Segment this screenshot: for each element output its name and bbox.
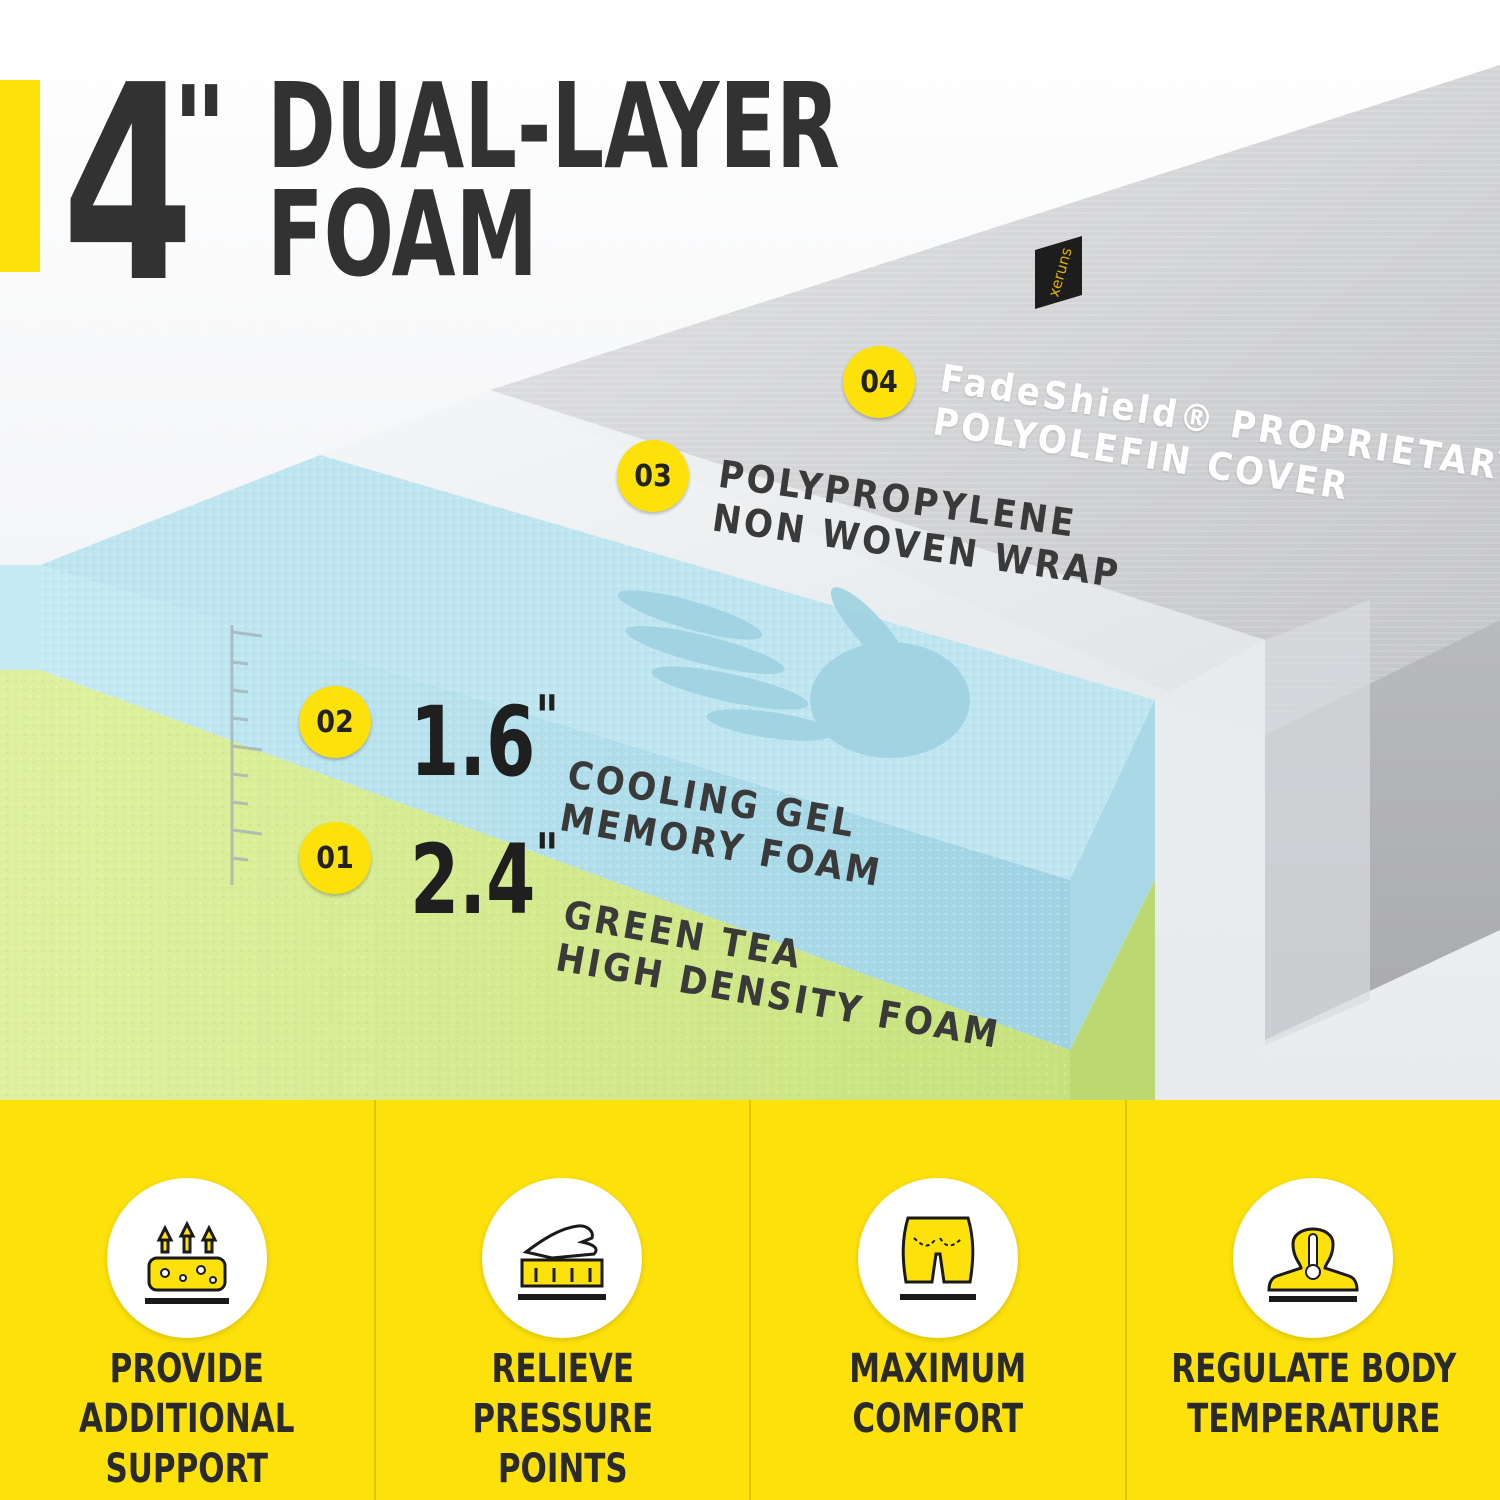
layer-01-inch-mark: ": [535, 821, 559, 891]
feature-temperature: REGULATE BODY TEMPERATURE: [1127, 1100, 1500, 1500]
feature-temperature-line1: REGULATE BODY: [1170, 1346, 1456, 1392]
feature-support-line1: PROVIDE ADDITIONAL: [79, 1346, 295, 1442]
feature-temperature-label: REGULATE BODY TEMPERATURE: [1153, 1344, 1474, 1444]
tea-foam-side: [1070, 880, 1155, 1120]
headline-line1: DUAL-LAYER: [267, 57, 840, 195]
layer-badge-02: 02: [299, 686, 371, 758]
gel-foam-left: [0, 565, 40, 670]
mattress-illustration: xeruns: [0, 65, 1500, 1120]
feature-comfort-line1: MAXIMUM: [849, 1346, 1027, 1392]
gel-foam-front-texture: [40, 565, 1070, 1050]
feature-support: PROVIDE ADDITIONAL SUPPORT: [0, 1100, 376, 1500]
support-icon: [106, 1178, 267, 1338]
brand-tag: xeruns: [1035, 236, 1082, 309]
wrap-side: [1155, 640, 1265, 1100]
layer-02-measure: 1.6": [410, 688, 559, 790]
gel-foam-top-texture: [40, 455, 1155, 880]
tea-foam-front-texture: [0, 670, 1070, 1120]
feature-comfort-label: MAXIMUM COMFORT: [777, 1344, 1098, 1444]
wrap-edge: [1265, 600, 1370, 1045]
gel-foam-side: [1070, 700, 1155, 1050]
feature-comfort-line2: COMFORT: [852, 1396, 1024, 1442]
accent-tab: [0, 80, 40, 272]
feature-pressure-line1: RELIEVE PRESSURE: [471, 1346, 653, 1442]
layer-badge-03: 03: [617, 440, 689, 512]
layer-badge-04: 04: [843, 346, 915, 418]
headline-number: 4: [62, 27, 194, 342]
feature-pressure: RELIEVE PRESSURE POINTS: [376, 1100, 751, 1500]
feature-temperature-line2: TEMPERATURE: [1186, 1396, 1440, 1442]
comfort-icon: [857, 1178, 1018, 1338]
layer-01-measure: 2.4": [410, 826, 559, 928]
feature-strip: PROVIDE ADDITIONAL SUPPORT RELIEVE PRESS…: [0, 1100, 1500, 1500]
headline-line2: FOAM: [267, 165, 539, 303]
headline: 4 " DUAL-LAYER FOAM: [62, 50, 840, 320]
feature-support-line2: SUPPORT: [105, 1446, 268, 1492]
feature-support-label: PROVIDE ADDITIONAL SUPPORT: [26, 1344, 347, 1494]
height-ruler: [230, 625, 263, 885]
wrap-top: [320, 390, 1265, 735]
layer-02-thickness: 1.6: [410, 686, 536, 798]
hand-print: [617, 587, 970, 758]
feature-comfort: MAXIMUM COMFORT: [751, 1100, 1127, 1500]
headline-text: DUAL-LAYER FOAM: [267, 57, 840, 303]
pressure-relief-icon: [482, 1178, 643, 1338]
feature-pressure-label: RELIEVE PRESSURE POINTS: [402, 1344, 723, 1494]
cover-top-texture: [490, 65, 1500, 735]
headline-inch-mark: ": [172, 60, 228, 198]
temperature-icon: [1233, 1178, 1394, 1338]
layer-badge-01: 01: [299, 822, 371, 894]
layer-02-inch-mark: ": [535, 683, 559, 753]
layer-01-thickness: 2.4: [410, 824, 536, 936]
feature-pressure-line2: POINTS: [497, 1446, 628, 1492]
